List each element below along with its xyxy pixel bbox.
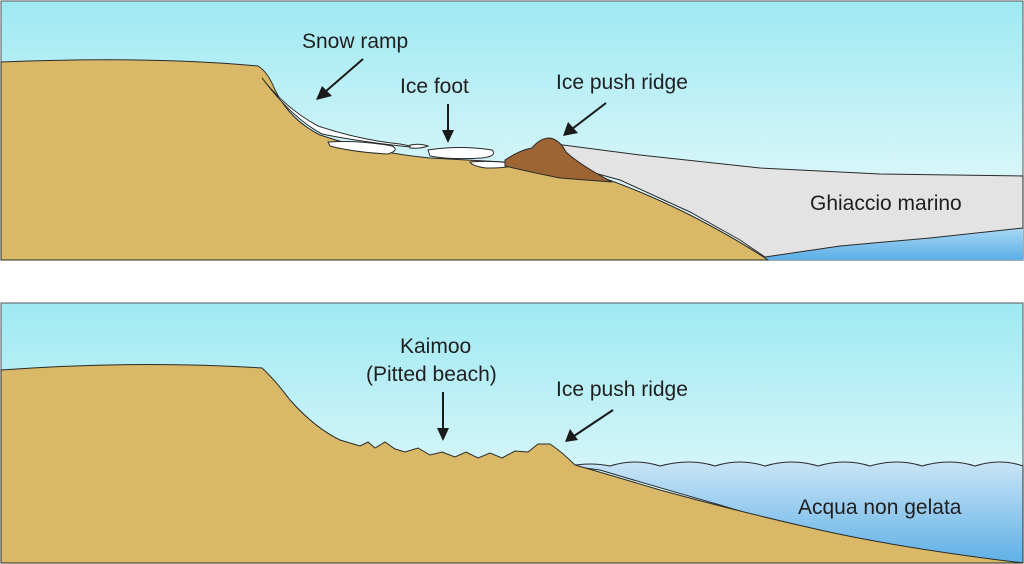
top-ice-foot-lens-1 [327, 141, 396, 155]
top-water [765, 228, 1023, 260]
top-panel: Snow ramp Ice foot Ice push ridge Ghiacc… [0, 0, 1024, 261]
ice-foot-arrow [442, 104, 454, 143]
top-ice-foot-lens-2 [427, 147, 495, 160]
top-ice-push-ridge-mound [504, 137, 613, 183]
ice-foot-label: Ice foot [400, 75, 469, 98]
bottom-ice-push-ridge-label: Ice push ridge [556, 378, 688, 401]
top-ice-push-ridge-label: Ice push ridge [556, 71, 688, 94]
kaimoo-label: Kaimoo [400, 335, 471, 358]
snow-ramp-arrow [316, 58, 364, 100]
top-ice-foot-lens-4 [409, 143, 430, 149]
pitted-beach-label: (Pitted beach) [366, 363, 497, 386]
bottom-ice-push-ridge-arrow [565, 409, 614, 442]
snow-ramp-label: Snow ramp [302, 30, 408, 53]
top-land [0, 59, 770, 261]
bottom-land [0, 363, 1024, 564]
kaimoo-arrow [437, 392, 449, 441]
top-sea-ice [538, 141, 1024, 258]
sea-ice-label: Ghiaccio marino [810, 192, 962, 215]
bottom-panel: Kaimoo (Pitted beach) Ice push ridge Acq… [0, 302, 1024, 564]
top-ice-push-ridge-arrow [563, 102, 607, 136]
open-water-label: Acqua non gelata [798, 496, 962, 519]
